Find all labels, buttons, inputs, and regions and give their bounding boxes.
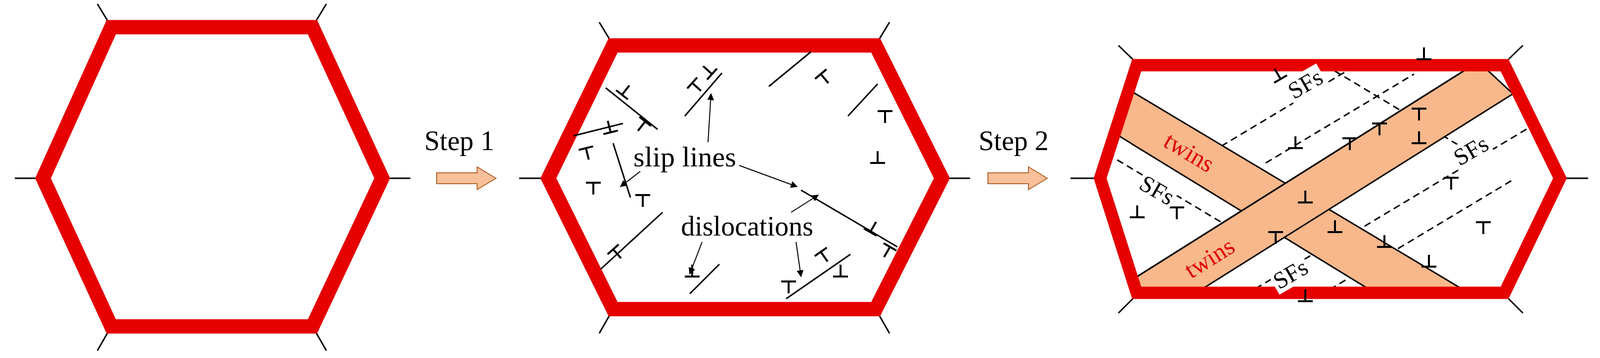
dislocation-symbol [616,81,635,100]
dislocation-symbol [684,265,700,277]
dislocation-symbol [1342,138,1358,151]
dislocation-symbol [585,182,601,195]
grain-hexagon [43,27,383,327]
dislocation-symbol [877,111,893,124]
dislocation-symbol [635,195,651,208]
sf-label: SFs [1133,169,1181,212]
grain-boundary-ticks [14,3,1589,352]
dislocation-symbol [600,119,619,135]
dislocation-symbol [1443,177,1459,190]
dislocation-symbol [1288,136,1303,149]
step-arrow [436,167,496,190]
sf-label: SFs [1267,253,1315,296]
dislocation-symbol [815,69,835,89]
dislocation-symbol [870,151,886,164]
dislocation-symbol [781,281,797,294]
dislocation-symbol [1129,205,1145,218]
dislocation-symbols [578,47,1491,302]
dislocation-symbol [1297,190,1313,203]
dislocation-symbol [1327,220,1343,233]
dislocation-symbol [1421,255,1437,267]
dislocation-symbol [687,77,707,97]
annotation-label: slip lines [633,142,737,173]
twin-label: twins [1179,232,1240,284]
sf-label: SFs [1282,63,1330,105]
dislocation-symbol [631,117,651,136]
dislocation-symbol [1268,232,1284,245]
dislocation-symbol [698,60,717,80]
dislocation-symbol [877,243,897,262]
leader-lines [620,93,819,277]
twin-band [1132,61,1513,300]
dislocation-symbol [607,244,627,264]
grain-hexagon [548,45,942,310]
sf-label: SFs [1447,130,1495,172]
dislocation-symbol [814,247,834,267]
dislocation-symbol [863,218,883,237]
dislocation-symbol [1169,207,1185,220]
dislocation-symbol [578,146,596,162]
step-label: Step 2 [978,126,1049,156]
step-arrow [987,167,1048,190]
dislocation-symbol [1297,289,1313,302]
dislocation-symbol [1268,65,1288,84]
grain-hexagon-fill [1094,59,1567,300]
dislocation-symbol [1377,235,1392,248]
dislocation-symbol [1416,47,1432,60]
slip-lines [573,51,898,300]
dislocation-symbol [1475,222,1491,235]
step-label: Step 1 [424,126,495,156]
grain-hexagon [1100,65,1560,294]
stacking-fault-lines [1097,54,1543,307]
dislocation-symbol [1411,131,1427,144]
twin-label: twins [1159,127,1219,178]
dislocation-symbol [833,265,848,277]
dislocation-symbol [1372,123,1387,136]
annotation-label: dislocations [680,212,814,242]
dislocation-symbol [1411,108,1427,121]
